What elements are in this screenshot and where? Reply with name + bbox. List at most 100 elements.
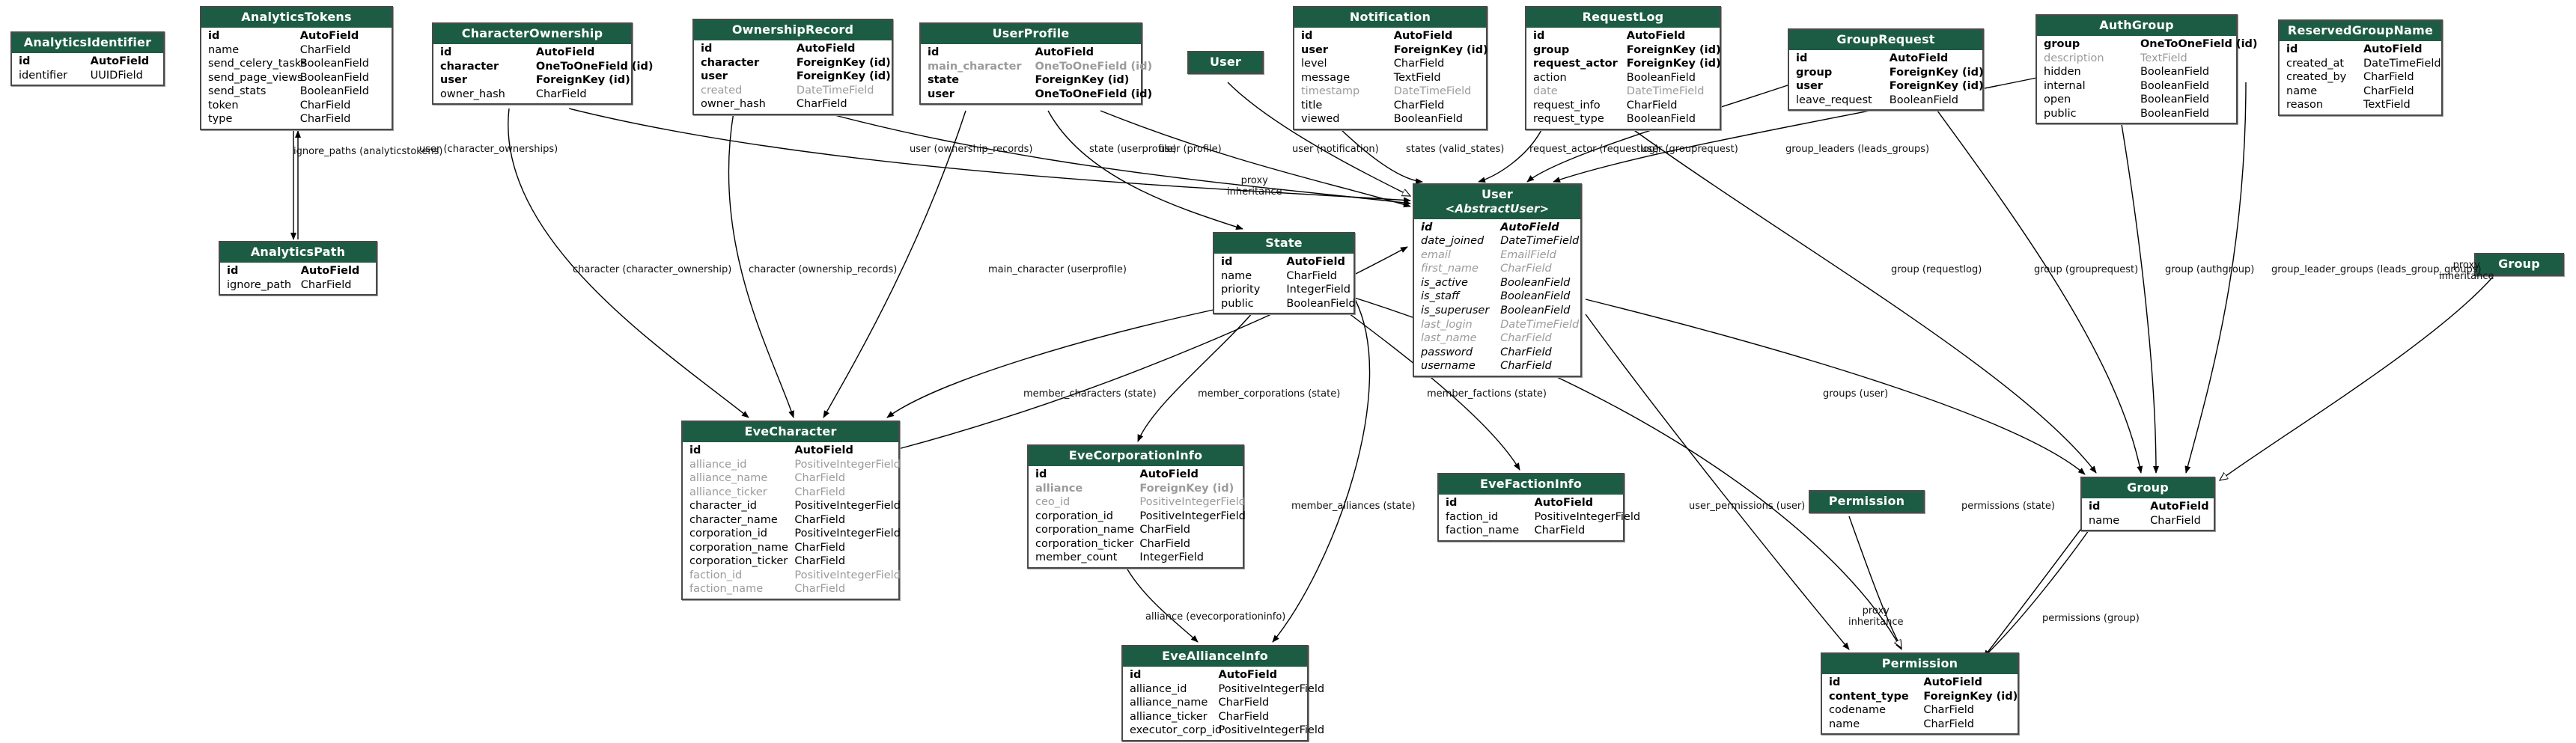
entity-title-ownershiprecord: OwnershipRecord bbox=[694, 20, 892, 40]
field-name: level bbox=[1301, 58, 1327, 70]
field-name: public bbox=[1221, 297, 1254, 310]
field-name: id bbox=[19, 55, 31, 67]
field-name: hidden bbox=[2044, 66, 2081, 79]
field-type: AutoField bbox=[90, 55, 150, 67]
field-name: executor_corp_id bbox=[1130, 724, 1222, 737]
entity-permission_plain[interactable]: Permission bbox=[1809, 490, 1925, 513]
field-name: id bbox=[440, 46, 452, 58]
entity-subtitle-user_abstract: <AbstractUser> bbox=[1445, 202, 1550, 215]
field-type: ForeignKey (id) bbox=[796, 70, 891, 83]
edge-label-lbl-permissions-group: permissions (group) bbox=[2042, 613, 2140, 624]
field-name: user bbox=[701, 70, 728, 83]
field-name: password bbox=[1421, 346, 1473, 358]
field-type: DateTimeField bbox=[1393, 85, 1472, 98]
field-type: DateTimeField bbox=[2363, 57, 2441, 70]
field-name: character bbox=[701, 56, 760, 69]
field-name: ceo_id bbox=[1035, 496, 1071, 509]
field-type: PositiveIntegerField bbox=[1139, 496, 1246, 509]
field-name: corporation_id bbox=[689, 528, 767, 540]
field-type: BooleanField bbox=[2140, 94, 2210, 106]
entity-user_small[interactable]: User bbox=[1187, 51, 1264, 74]
field-name: corporation_id bbox=[1035, 510, 1113, 522]
field-name: id bbox=[2286, 43, 2298, 55]
field-name: faction_name bbox=[1446, 525, 1520, 537]
field-type: CharField bbox=[1626, 99, 1678, 111]
edge-label-lbl-user-grouprequest: user (grouprequest) bbox=[1641, 144, 1738, 155]
entity-title-group_full: Group bbox=[2082, 478, 2214, 498]
field-name: ignore_path bbox=[227, 278, 292, 291]
field-type: ForeignKey (id) bbox=[1626, 43, 1721, 56]
field-type: PositiveIntegerField bbox=[794, 500, 901, 513]
field-type: BooleanField bbox=[2140, 107, 2210, 120]
entity-title-permission_full: Permission bbox=[1822, 654, 2018, 674]
entity-title-state: State bbox=[1214, 233, 1354, 254]
entity-title-group_plain: Group bbox=[2476, 254, 2563, 275]
field-type: CharField bbox=[1393, 99, 1445, 111]
field-name: id bbox=[1446, 497, 1458, 509]
field-name: id bbox=[689, 444, 701, 456]
field-type: CharField bbox=[1923, 718, 1974, 730]
entity-group_plain[interactable]: Group bbox=[2474, 253, 2564, 276]
field-name: group bbox=[1796, 66, 1833, 79]
field-name: alliance_id bbox=[689, 458, 747, 471]
field-name: id bbox=[1130, 669, 1142, 681]
field-type: TextField bbox=[2363, 99, 2411, 111]
field-name: send_celery_tasks bbox=[208, 58, 307, 70]
field-name: id bbox=[2089, 501, 2101, 513]
field-name: name bbox=[1221, 269, 1252, 282]
field-name: request_type bbox=[1533, 113, 1604, 126]
field-type: CharField bbox=[1534, 525, 1586, 537]
field-name: owner_hash bbox=[440, 88, 505, 100]
edge-label-lbl-group-grouprequest: group (grouprequest) bbox=[2034, 264, 2139, 275]
edge-label-lbl-user-ownershiprecords: user (ownership_records) bbox=[910, 144, 1033, 155]
field-type: ForeignKey (id) bbox=[1923, 690, 2018, 703]
field-type: AutoField bbox=[300, 265, 360, 277]
edge-label-lbl-request-actor: request_actor (requestlog) bbox=[1529, 144, 1659, 155]
field-type: OneToOneField (id) bbox=[2140, 38, 2258, 50]
